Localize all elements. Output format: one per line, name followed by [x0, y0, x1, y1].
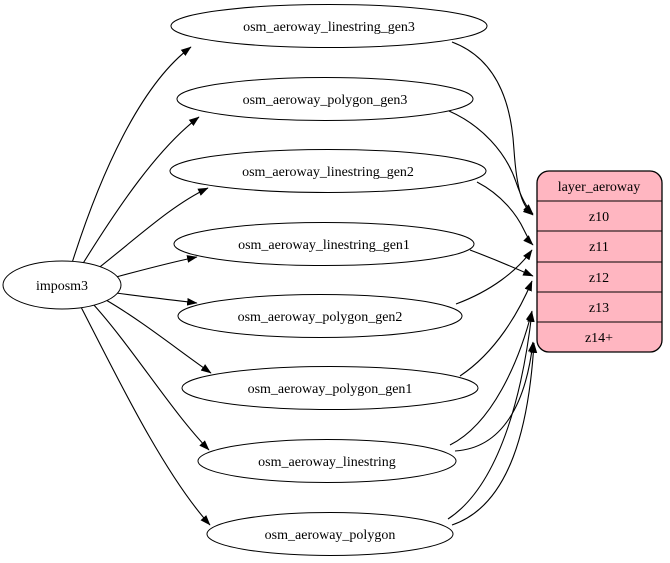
edges-tables-to-layer	[447, 41, 538, 526]
edge-imposm3-to-osm-aeroway-polygon-gen3	[81, 116, 200, 266]
polygon-gen3-ellipse	[176, 77, 474, 121]
imposm3-ellipse	[2, 260, 122, 310]
edge-polygon-gen3-to-z10	[448, 110, 534, 215]
node-imposm3: imposm3	[2, 260, 122, 310]
edge-linestring-to-z14	[454, 341, 536, 452]
linestring-gen3-ellipse	[170, 4, 488, 48]
polygon-gen2-label: osm_aeroway_polygon_gen2	[238, 310, 403, 325]
edge-polygon-to-z13	[447, 311, 535, 520]
edge-linestring-gen1-to-z12	[469, 249, 534, 277]
polygon-gen3-label: osm_aeroway_polygon_gen3	[243, 93, 408, 108]
edges-source-to-tables	[71, 46, 212, 526]
layer-row-z11: z11	[589, 240, 609, 255]
edge-imposm3-to-osm-aeroway-linestring-gen1	[115, 255, 198, 278]
node-osm-aeroway-polygon-gen3: osm_aeroway_polygon_gen3	[176, 77, 474, 121]
edge-imposm3-to-osm-aeroway-polygon-gen1	[105, 299, 212, 374]
edge-linestring-to-z13	[449, 310, 534, 446]
linestring-gen2-label: osm_aeroway_linestring_gen2	[242, 165, 414, 180]
imposm3-label: imposm3	[36, 279, 88, 294]
edge-imposm3-to-osm-aeroway-polygon-gen2	[115, 292, 198, 306]
layer-aeroway-title: layer_aeroway	[558, 180, 640, 195]
edge-linestring-gen3-to-z10	[451, 41, 534, 216]
edge-imposm3-to-osm-aeroway-linestring	[92, 303, 210, 451]
edge-imposm3-to-osm-aeroway-polygon	[80, 306, 211, 526]
linestring-gen1-label: osm_aeroway_linestring_gen1	[238, 238, 410, 253]
node-osm-aeroway-polygon: osm_aeroway_polygon	[206, 512, 454, 556]
polygon-gen1-label: osm_aeroway_polygon_gen1	[248, 382, 413, 397]
linestring-label: osm_aeroway_linestring	[258, 455, 396, 470]
edge-imposm3-to-osm-aeroway-linestring-gen2	[95, 187, 209, 271]
linestring-ellipse	[197, 439, 457, 483]
node-osm-aeroway-linestring-gen1: osm_aeroway_linestring_gen1	[173, 222, 475, 266]
linestring-gen3-label: osm_aeroway_linestring_gen3	[243, 20, 415, 35]
edge-linestring-gen2-to-z11	[476, 181, 534, 246]
layer-row-z13: z13	[589, 301, 609, 316]
edge-polygon-gen2-to-z11	[455, 249, 533, 305]
edge-imposm3-to-osm-aeroway-linestring-gen3	[71, 46, 192, 264]
edge-polygon-gen1-to-z12	[459, 280, 533, 377]
polygon-gen1-ellipse	[181, 366, 479, 410]
node-layer-aeroway: layer_aeroway z10 z11 z12 z13 z14+	[536, 170, 663, 353]
polygon-ellipse	[206, 512, 454, 556]
node-osm-aeroway-polygon-gen1: osm_aeroway_polygon_gen1	[181, 366, 479, 410]
node-osm-aeroway-polygon-gen2: osm_aeroway_polygon_gen2	[177, 294, 463, 338]
polygon-label: osm_aeroway_polygon	[265, 528, 396, 543]
linestring-gen2-ellipse	[169, 149, 487, 193]
layer-row-z12: z12	[589, 271, 609, 286]
polygon-gen2-ellipse	[177, 294, 463, 338]
node-osm-aeroway-linestring: osm_aeroway_linestring	[197, 439, 457, 483]
node-osm-aeroway-linestring-gen2: osm_aeroway_linestring_gen2	[169, 149, 487, 193]
linestring-gen1-ellipse	[173, 222, 475, 266]
layer-row-z14: z14+	[585, 331, 613, 346]
node-osm-aeroway-linestring-gen3: osm_aeroway_linestring_gen3	[170, 4, 488, 48]
edge-polygon-to-z14	[451, 342, 538, 526]
layer-row-z10: z10	[589, 210, 609, 225]
